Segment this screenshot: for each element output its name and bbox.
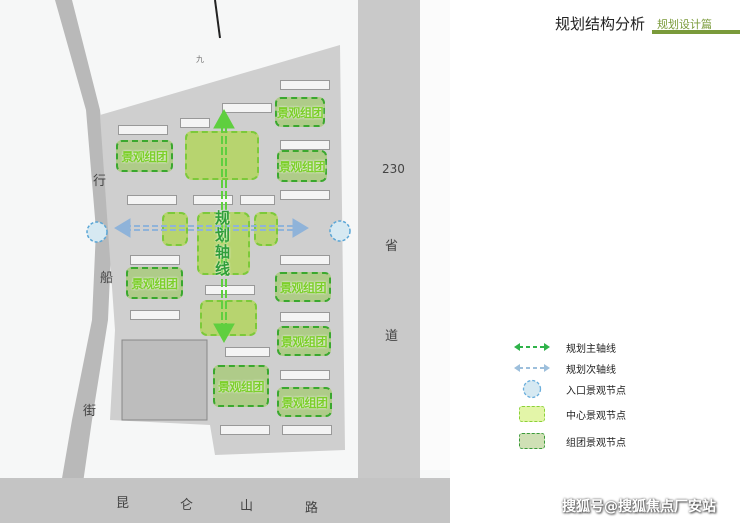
title-underline bbox=[652, 30, 740, 34]
cluster-node: 景观组团 bbox=[126, 267, 183, 299]
south-road bbox=[0, 478, 450, 523]
legend-label: 规划次轴线 bbox=[566, 364, 616, 376]
road-label: 省 bbox=[385, 239, 399, 254]
road-label: 230 bbox=[382, 162, 405, 176]
cluster-node: 景观组团 bbox=[213, 365, 269, 407]
legend-item: 入口景观节点 bbox=[512, 379, 626, 399]
page-title: 规划结构分析 bbox=[555, 15, 646, 33]
secondary-axis bbox=[114, 218, 309, 238]
road-label: 船 bbox=[100, 271, 114, 286]
legend-item: 组团景观节点 bbox=[512, 432, 626, 450]
blue-dashed-circle-icon bbox=[512, 379, 552, 399]
road-label: 昆 bbox=[116, 496, 130, 511]
canal-label: 九 bbox=[196, 55, 204, 64]
legend-item: 规划次轴线 bbox=[512, 359, 616, 377]
legend-label: 规划主轴线 bbox=[566, 343, 616, 355]
legend-label: 组团景观节点 bbox=[566, 437, 626, 449]
entrance-node-east bbox=[329, 220, 351, 242]
cluster-node: 景观组团 bbox=[277, 150, 327, 182]
green-dashed-arrow-icon bbox=[512, 338, 552, 356]
axes-overlay bbox=[86, 108, 351, 344]
road-label: 道 bbox=[385, 329, 399, 344]
axis-label: 规划轴线 bbox=[215, 209, 231, 278]
main-axis bbox=[213, 108, 235, 344]
cluster-node: 景观组团 bbox=[275, 97, 325, 127]
center-node bbox=[197, 212, 250, 275]
west-road bbox=[55, 0, 112, 490]
road-label: 山 bbox=[240, 499, 254, 514]
section-label: 规划设计篇 bbox=[657, 18, 712, 31]
light-green-dashed-box-icon bbox=[512, 405, 552, 423]
road-label: 街 bbox=[83, 404, 97, 419]
legend-label: 入口景观节点 bbox=[566, 385, 626, 397]
cluster-node: 景观组团 bbox=[116, 140, 173, 172]
cluster-node: 景观组团 bbox=[277, 326, 331, 356]
plaza-block bbox=[121, 339, 208, 421]
legend-item: 中心景观节点 bbox=[512, 405, 626, 423]
east-road bbox=[358, 0, 420, 478]
cluster-node: 景观组团 bbox=[277, 387, 332, 417]
road-label: 路 bbox=[305, 501, 319, 516]
cluster-node: 景观组团 bbox=[275, 272, 331, 302]
road-label: 行 bbox=[93, 174, 107, 189]
site-plan-map: 景观组团 景观组团 景观组团 景观组团 景观组团 景观组团 景观组团 景观组团 … bbox=[0, 0, 450, 523]
legend-label: 中心景观节点 bbox=[566, 410, 626, 422]
blue-dashed-arrow-icon bbox=[512, 359, 552, 377]
legend-item: 规划主轴线 bbox=[512, 338, 616, 356]
green-dashed-box-icon bbox=[512, 432, 552, 450]
road-label: 仑 bbox=[180, 498, 194, 513]
entrance-node-west bbox=[86, 221, 108, 243]
watermark: 搜狐号@搜狐焦点厂安站 bbox=[562, 499, 716, 515]
